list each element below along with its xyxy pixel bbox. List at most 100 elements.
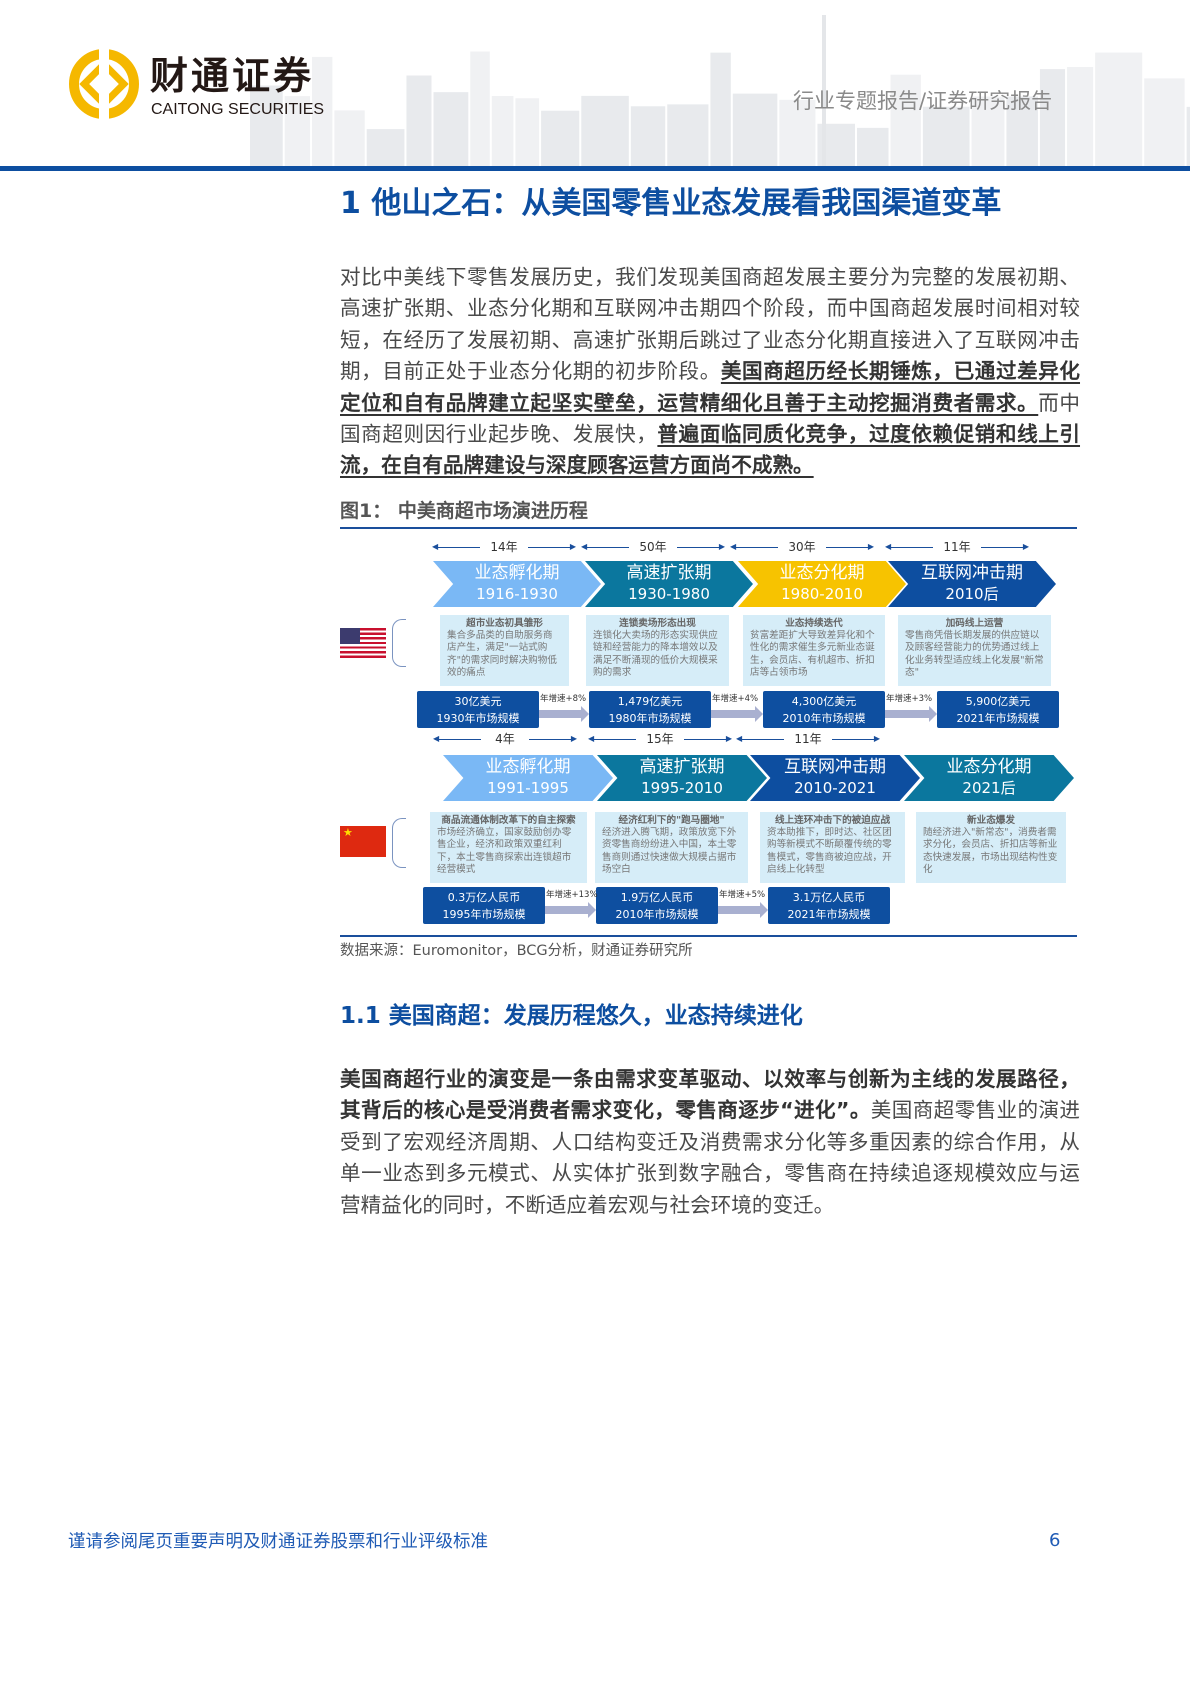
duration-arrow-right: ▶ (826, 542, 874, 551)
skyline-background (250, 15, 1190, 166)
duration-text: 4年 (495, 732, 515, 746)
market-size-value: 0.3万亿人民币 (447, 891, 521, 904)
skyline-building (581, 95, 629, 166)
brace-icon (392, 619, 406, 667)
duration-text: 50年 (639, 540, 667, 554)
duration-text: 15年 (646, 732, 674, 746)
stage-detail-body: 经济进入腾飞期，政策放宽下外资零售商纷纷进入中国，本土零售商则通过快速做大规模占… (602, 827, 737, 875)
stage-detail-box: 加码线上运营零售商凭借长期发展的供应链以及顾客经营能力的优势通过线上化业务转型适… (898, 615, 1051, 686)
stage-detail-title: 业态持续迭代 (785, 618, 843, 629)
stage-years: 1995-2010 (641, 779, 723, 797)
stage-detail-body: 市场经济确立，国家鼓励创办零售企业，经济和政策双重红利下，本土零售商探索出连锁超… (437, 827, 572, 875)
stage-title: 业态孵化期 (474, 563, 560, 583)
skyline-building (284, 96, 311, 166)
skyline-building (406, 75, 432, 166)
stage-detail-box: 超市业态初具雏形集合多品类的自助服务商店产生，满足"一站式购齐"的需求同时解决购… (440, 615, 569, 686)
market-size-label: 2010年市场规模 (782, 712, 866, 725)
tower (822, 15, 826, 166)
duration-arrow-left: ◀ (433, 734, 481, 743)
growth-rate-label: 年增速+5% (719, 890, 766, 900)
duration-arrow-left: ◀ (581, 542, 629, 551)
market-size-value: 1,479亿美元 (617, 695, 683, 708)
duration-label: ◀▶11年 (885, 540, 1029, 554)
market-size-value: 1.9万亿人民币 (620, 891, 694, 904)
stage-detail-body: 随经济进入"新常态"，消费者需求分化，会员店、折扣店等新业态快速发展，市场出现结… (923, 827, 1058, 875)
growth-arrow-icon (718, 902, 768, 918)
report-type: 行业专题报告/证券研究报告 (793, 89, 1053, 113)
market-size-value: 4,300亿美元 (791, 695, 857, 708)
market-size-box: 1.9万亿人民币 2010年市场规模 (596, 887, 718, 924)
stage-detail-title: 线上连环冲击下的被迫应战 (774, 815, 891, 826)
stage-detail-title: 商品流通体制改革下的自主探索 (441, 815, 576, 826)
header-divider (0, 166, 1190, 171)
skyline-building (1067, 67, 1094, 166)
duration-arrow-right: ▶ (832, 734, 880, 743)
market-size-box: 4,300亿美元 2010年市场规模 (763, 691, 885, 728)
stage-detail-body: 连锁化大卖场的形态实现供应链和经营能力的降本增效以及满足不断涌现的低价大规模采购… (593, 630, 718, 678)
skyline-building (470, 51, 490, 166)
stage-years: 1991-1995 (487, 779, 569, 797)
paragraph-segment: 对比中美线下零售发展历史，我们发现美国商超发展主要分为完整的发展初期、高速扩张期… (340, 265, 1080, 384)
duration-arrow-left: ◀ (588, 734, 636, 743)
skyline-building (667, 104, 709, 166)
stage-years: 1980-2010 (781, 585, 863, 603)
duration-arrow-left: ◀ (432, 542, 480, 551)
duration-label: ◀ ▶ 11年 (736, 732, 880, 746)
duration-arrow-right: ▶ (677, 542, 725, 551)
duration-arrow-left: ◀ (736, 734, 784, 743)
stage-detail-title: 新业态爆发 (967, 815, 1015, 826)
duration-label: ◀▶14年 (432, 540, 576, 554)
stage-detail-box: 新业态爆发随经济进入"新常态"，消费者需求分化，会员店、折扣店等新业态快速发展，… (916, 812, 1066, 883)
growth-rate-label: 年增速+8% (540, 694, 587, 704)
growth-arrow-icon (885, 706, 937, 722)
paragraph-segment: 普遍面临同质化竞争，过度依赖促销和线上引流，在自有品牌建设与深度顾客运营方面尚不… (340, 422, 1081, 478)
stage-detail-body: 集合多品类的自助服务商店产生，满足"一站式购齐"的需求同时解决购物低效的痛点 (447, 630, 557, 678)
stage-chevron: 业态孵化期 1991-1995 (443, 755, 613, 801)
duration-label: ◀▶4年 (433, 732, 577, 746)
duration-arrow-left: ◀ (885, 542, 933, 551)
stage-detail-title: 连锁卖场形态出现 (619, 618, 696, 629)
skyline-building (732, 93, 778, 166)
duration-arrow-right: ▶ (981, 542, 1029, 551)
skyline-building (312, 56, 333, 166)
stage-detail-box: 经济红利下的"跑马圈地"经济进入腾飞期，政策放宽下外资零售商纷纷进入中国，本土零… (595, 812, 748, 883)
stage-detail-body: 贫富差距扩大导致差异化和个性化的需求催生多元新业态诞生，会员店、有机超市、折扣店… (750, 630, 875, 678)
stage-years: 2021后 (962, 779, 1016, 797)
stage-detail-box: 连锁卖场形态出现连锁化大卖场的形态实现供应链和经营能力的降本增效以及满足不断涌现… (586, 615, 729, 686)
stage-detail-box: 线上连环冲击下的被迫应战资本助推下，即时达、社区团购等新模式不断颠覆传统的零售模… (760, 812, 905, 883)
stage-title: 高速扩张期 (626, 563, 712, 583)
growth-arrow-icon (711, 706, 763, 722)
stage-years: 2010-2021 (794, 779, 876, 797)
duration-text: 11年 (794, 732, 822, 746)
market-size-label: 2010年市场规模 (615, 908, 699, 921)
market-size-label: 2021年市场规模 (787, 908, 871, 921)
skyline-building (1039, 69, 1066, 166)
duration-arrow-right: ▶ (684, 734, 732, 743)
growth-rate-label: 年增速+3% (886, 694, 933, 704)
skyline-building (1095, 52, 1143, 166)
footer-disclaimer[interactable]: 谨请参阅尾页重要声明及财通证券股票和行业评级标准 (68, 1532, 488, 1552)
stage-detail-body: 零售商凭借长期发展的供应链以及顾客经营能力的优势通过线上化业务转型适应线上化发展… (905, 630, 1044, 678)
stage-years: 2010后 (945, 585, 999, 603)
us-flag-icon (340, 628, 386, 658)
skyline-building (515, 98, 540, 166)
figure-bottom-rule (340, 935, 1077, 937)
figure-top-rule (340, 527, 1077, 529)
skyline-building (779, 99, 816, 166)
brace-icon (392, 818, 406, 868)
paragraph-segment: 而中国商超则因行业起步晚、发展快， (340, 390, 1081, 447)
intro-paragraph: 对比中美线下零售发展历史，我们发现美国商超发展主要分为完整的发展初期、高速扩张期… (340, 262, 1080, 482)
stage-title: 业态孵化期 (485, 757, 571, 777)
duration-label: ◀ ▶ 15年 (588, 732, 732, 746)
